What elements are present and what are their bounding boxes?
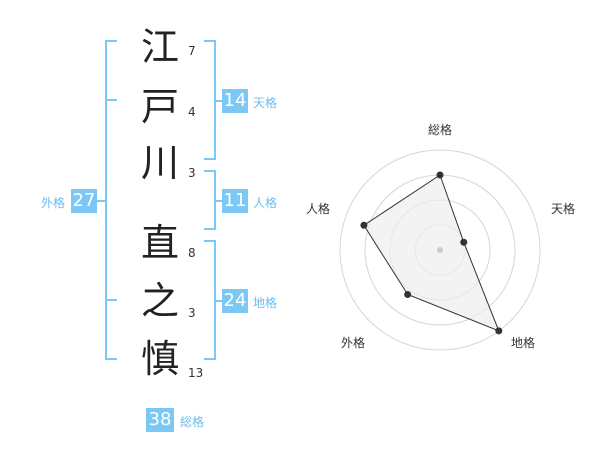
stroke-count-4: 8: [188, 246, 196, 260]
radar-center-dot: [437, 247, 443, 253]
name-char-5: 之: [140, 279, 179, 323]
stroke-count-1: 7: [188, 44, 196, 58]
soukaku-value: 38: [146, 408, 174, 432]
name-char-6: 慎: [140, 337, 179, 381]
soukaku-label: 総格: [180, 415, 205, 429]
name-char-2: 戸: [140, 85, 179, 129]
chikaku-label: 地格: [253, 296, 278, 310]
stroke-count-6: 13: [188, 366, 204, 380]
tenkaku-label: 天格: [253, 96, 278, 110]
name-char-1: 江: [140, 25, 179, 69]
axis-label-soukaku: 総格: [428, 122, 452, 137]
radar-area: [363, 174, 500, 332]
axis-label-gaikaku: 外格: [341, 335, 365, 350]
name-char-3: 川: [140, 141, 179, 185]
gaikaku-label: 外格: [41, 196, 66, 210]
stroke-count-3: 3: [188, 166, 196, 180]
gaikaku-value: 27: [71, 189, 97, 213]
stroke-count-2: 4: [188, 105, 196, 119]
radar-point-4: [404, 290, 412, 298]
radar-point-3: [495, 327, 503, 335]
axis-label-chikaku: 地格: [511, 335, 535, 350]
jinkaku-label: 人格: [253, 196, 278, 210]
axis-label-tenkaku: 天格: [551, 201, 575, 216]
name-char-4: 直: [140, 221, 179, 265]
radar-point-5: [360, 221, 368, 229]
chikaku-value: 24: [222, 289, 248, 313]
radar-point-1: [436, 171, 444, 179]
radar-ring-4: [339, 149, 541, 351]
stroke-count-5: 3: [188, 306, 196, 320]
tenkaku-value: 14: [222, 89, 248, 113]
axis-label-jinkaku: 人格: [306, 201, 330, 216]
radar-points: [360, 171, 503, 335]
jinkaku-value: 11: [222, 189, 248, 213]
radar-point-2: [460, 238, 468, 246]
